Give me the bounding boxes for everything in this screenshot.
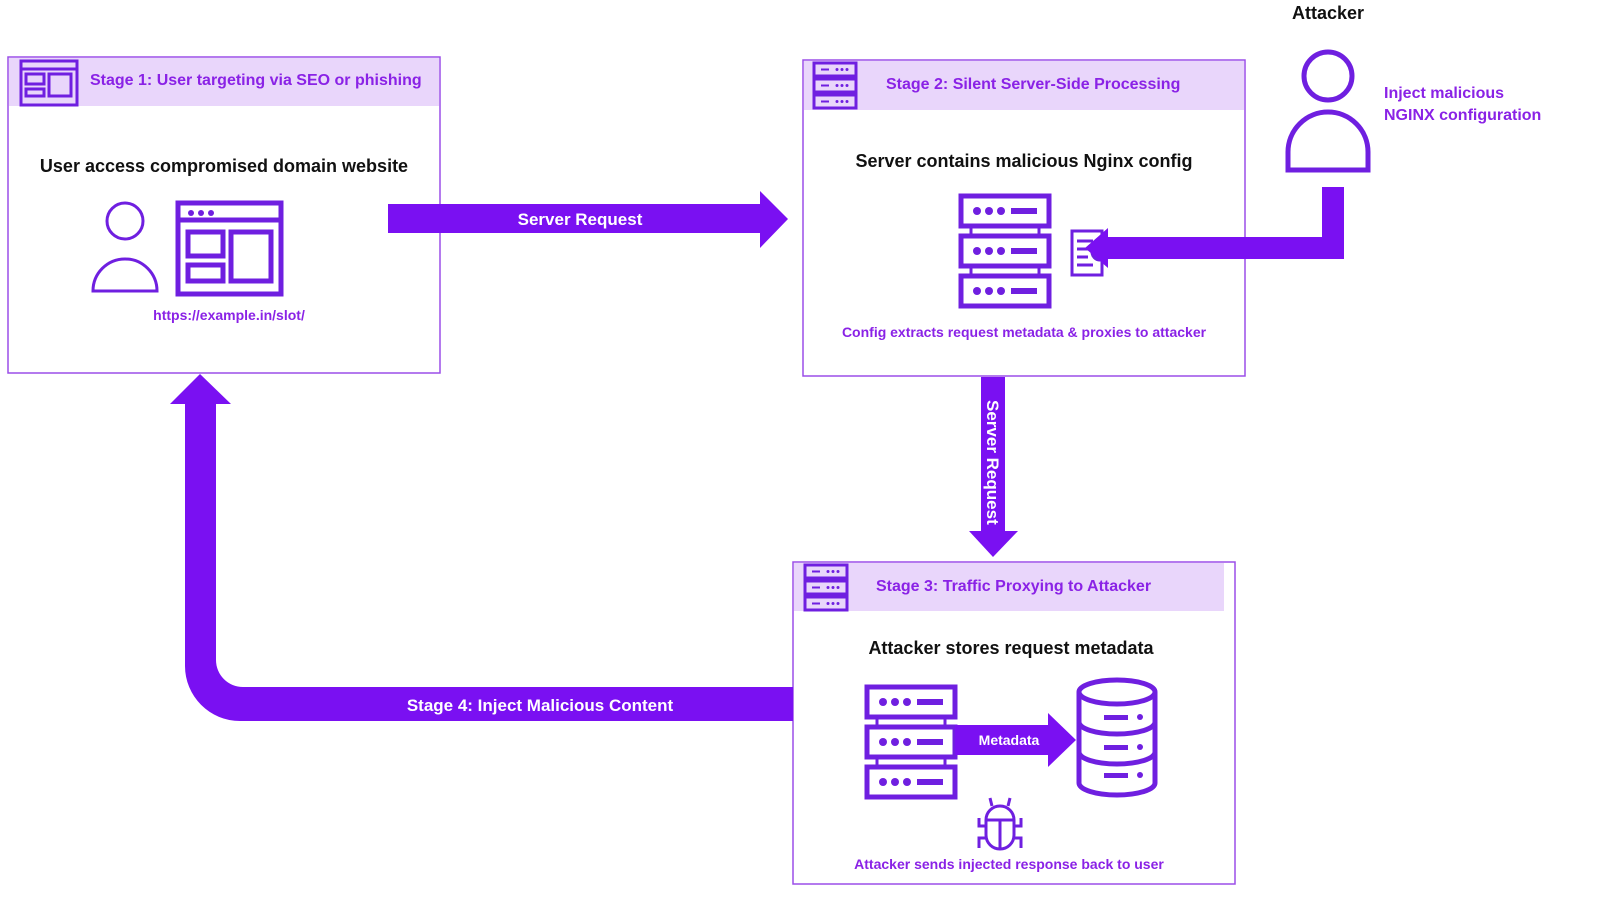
stage2-caption: Config extracts request metadata & proxi… — [842, 324, 1207, 340]
attacker-inject-arrow — [1085, 187, 1344, 268]
stage2-header: Stage 2: Silent Server-Side Processing — [886, 76, 1180, 93]
stage1-box: Stage 1: User targeting via SEO or phish… — [7, 56, 441, 374]
stage4-label: Stage 4: Inject Malicious Content — [407, 696, 674, 715]
stage3-box: Stage 3: Traffic Proxying to Attacker At… — [792, 561, 1236, 885]
stage1-header: Stage 1: User targeting via SEO or phish… — [90, 72, 422, 89]
browser-window-icon — [19, 59, 79, 107]
stage1-url[interactable]: https://example.in/slot/ — [153, 307, 305, 323]
attacker-label: Attacker — [1292, 3, 1364, 23]
stage1-title: User access compromised domain website — [40, 156, 408, 176]
stage3-header: Stage 3: Traffic Proxying to Attacker — [876, 578, 1151, 595]
user-icon — [91, 201, 159, 293]
stage3-caption: Attacker sends injected response back to… — [854, 856, 1164, 872]
server-request-arrow-2: Server Request — [969, 377, 1018, 557]
attacker-note-line1: Inject malicious — [1384, 85, 1504, 102]
bug-icon — [977, 797, 1023, 851]
metadata-arrow: Metadata — [955, 713, 1076, 767]
attacker-note-line2: NGINX configuration — [1384, 107, 1541, 124]
database-icon — [1076, 677, 1158, 798]
metadata-label: Metadata — [979, 732, 1040, 748]
browser-window-icon — [175, 200, 284, 297]
stage4-arrow: Stage 4: Inject Malicious Content — [170, 374, 793, 721]
server-request-label-1: Server Request — [518, 210, 643, 229]
attacker: Attacker Inject malicious NGINX configur… — [1285, 3, 1541, 173]
attacker-user-icon — [1285, 49, 1371, 173]
stage3-title: Attacker stores request metadata — [868, 638, 1154, 658]
server-request-arrow-1: Server Request — [388, 191, 788, 248]
stage2-box: Stage 2: Silent Server-Side Processing S… — [802, 59, 1246, 377]
stage2-title: Server contains malicious Nginx config — [855, 151, 1192, 171]
server-request-label-2: Server Request — [983, 400, 1002, 525]
